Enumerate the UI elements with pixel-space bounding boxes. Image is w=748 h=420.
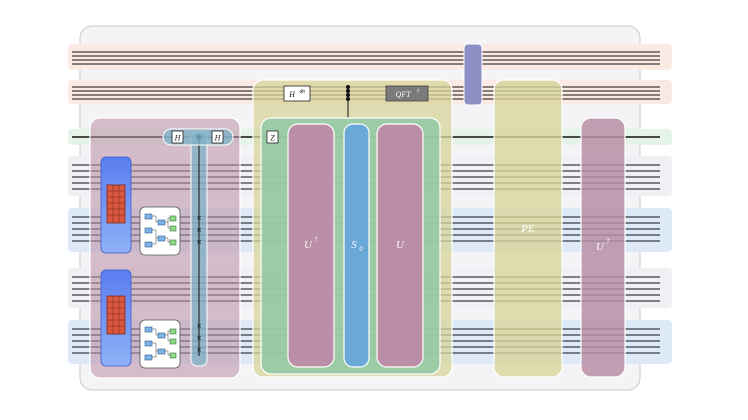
tree-structure-icon-upper <box>139 206 181 256</box>
svg-text:×: × <box>196 346 202 354</box>
s0-label: S <box>351 239 357 251</box>
svg-text:×: × <box>196 226 202 234</box>
u-final-block <box>580 117 626 378</box>
svg-text:×: × <box>196 238 202 246</box>
measurement-bar <box>463 43 483 106</box>
hadamard-power-gate-superscript: ⊗t <box>299 89 306 95</box>
z-gate-label: Z <box>270 134 275 143</box>
pe-block <box>493 79 563 378</box>
grid-memory-icon <box>106 184 126 224</box>
u-dagger-superscript: † <box>314 235 318 243</box>
qft-dagger-gate-superscript: † <box>417 89 421 95</box>
hadamard-power-gate-label: H <box>288 90 296 99</box>
u-final-label: U <box>596 241 605 253</box>
u-label: U <box>396 239 405 251</box>
memory-panel-upper <box>100 156 132 254</box>
tree-structure-icon-lower <box>139 319 181 369</box>
svg-text:×: × <box>196 334 202 342</box>
qft-dagger-gate-label: QFT <box>395 90 411 99</box>
u-final-superscript: † <box>606 237 610 245</box>
u-dagger-block <box>287 123 335 368</box>
hadamard-power-gate <box>283 85 311 102</box>
band-register-1 <box>68 44 672 70</box>
memory-panel-lower <box>100 269 132 367</box>
u-dagger-label: U <box>304 239 313 251</box>
h-gate-right <box>211 130 224 144</box>
pe-label: PE <box>520 223 535 235</box>
qft-dagger-gate <box>385 85 429 102</box>
z-gate <box>266 130 279 144</box>
s0-subscript: 0 <box>359 245 363 253</box>
h-gate-left <box>171 130 184 144</box>
h-gate-left-label: H <box>174 134 182 143</box>
u-block <box>376 123 424 368</box>
svg-text:×: × <box>196 214 202 222</box>
h-gate-right-label: H <box>214 134 222 143</box>
grid-memory-icon <box>106 295 126 335</box>
svg-text:×: × <box>196 322 202 330</box>
swap-test-column: × × × × × × <box>190 131 208 367</box>
control-connector <box>346 85 350 118</box>
s0-block <box>343 123 370 368</box>
